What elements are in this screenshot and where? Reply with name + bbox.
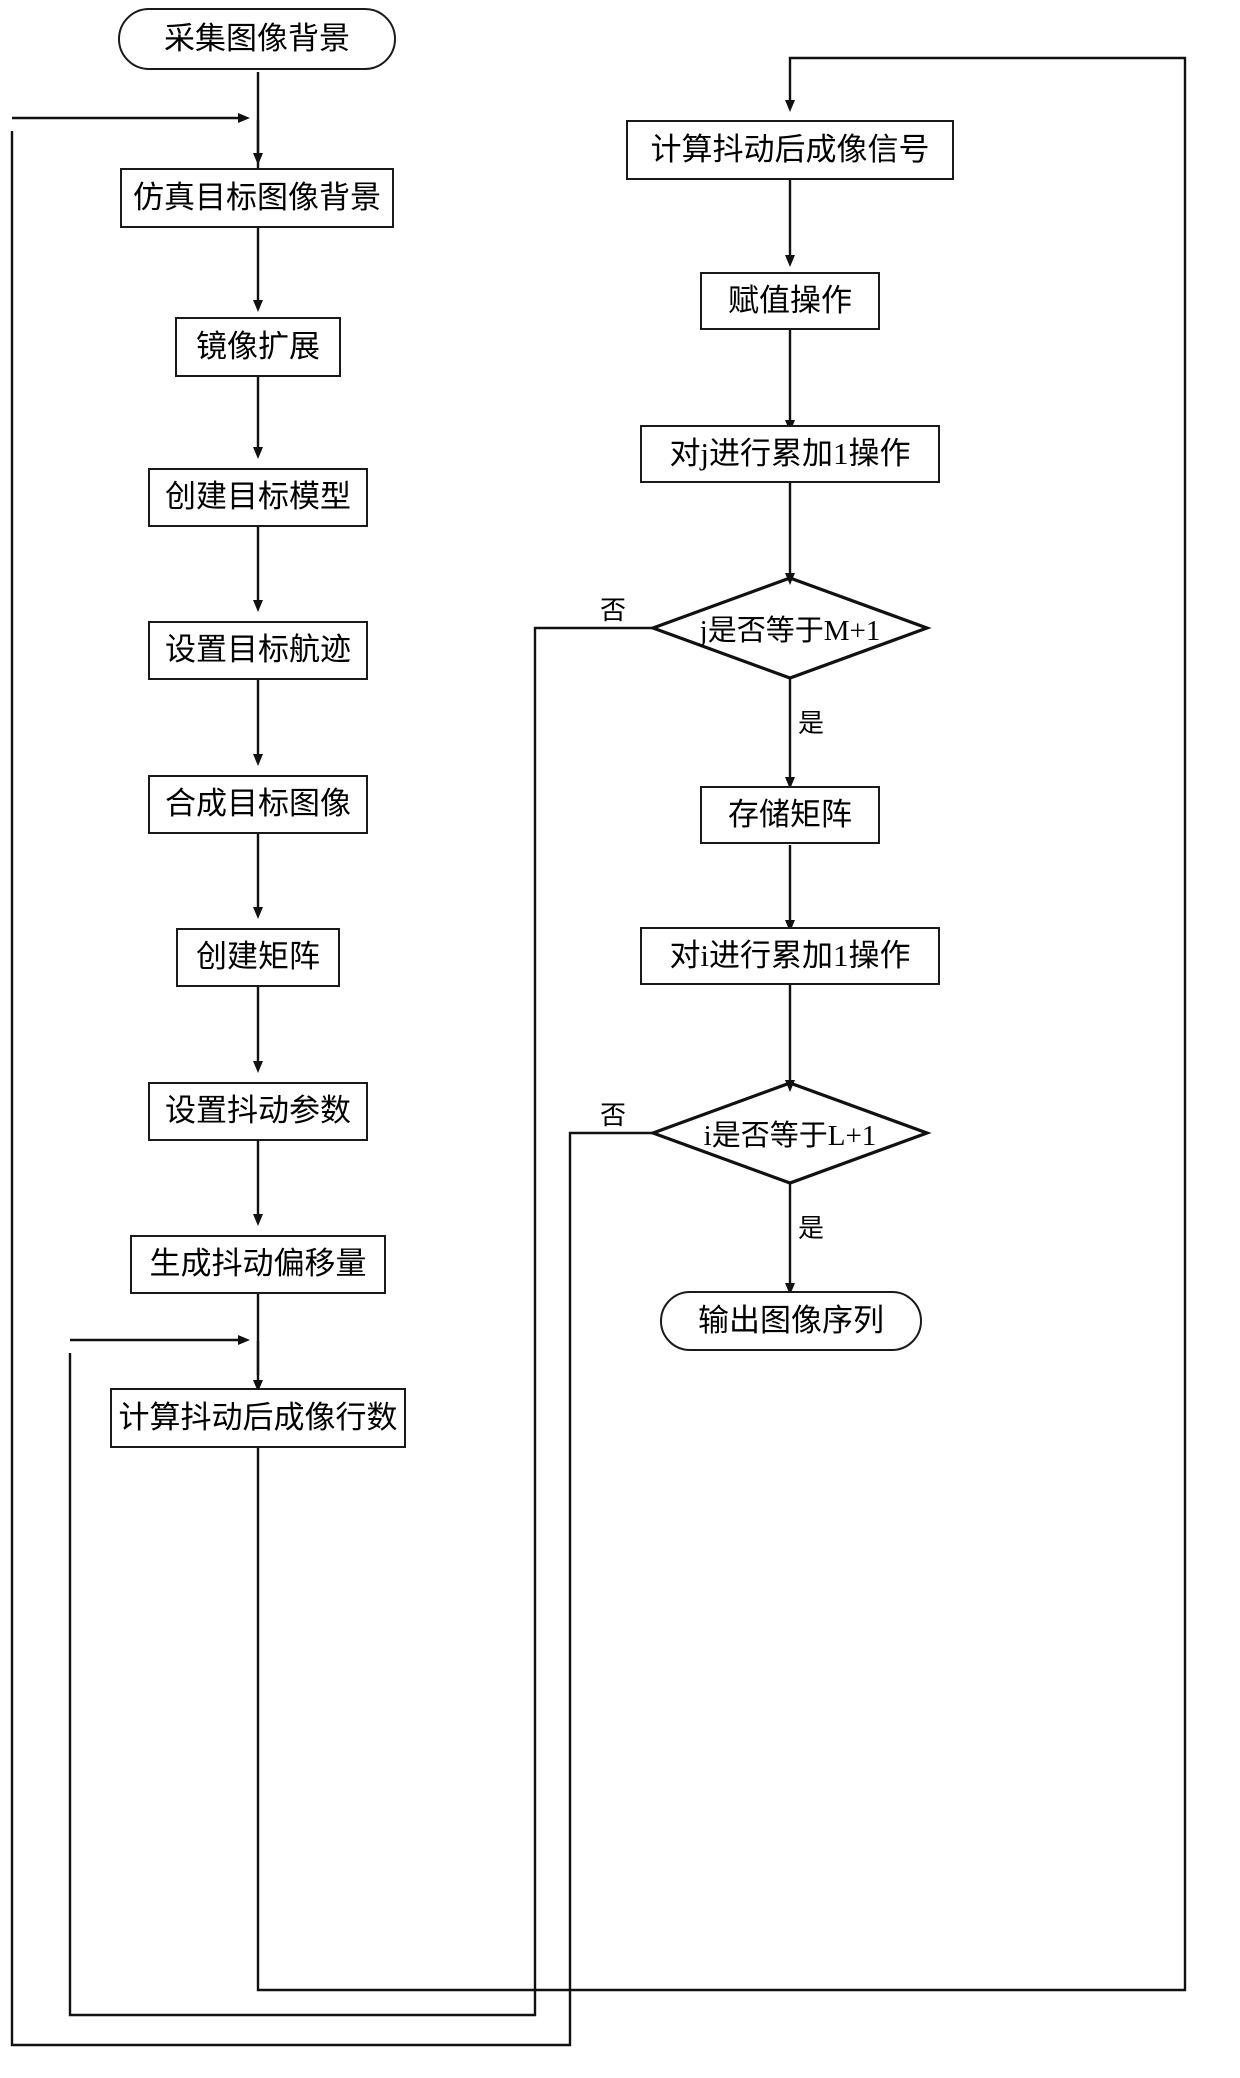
node-increment-i-label: 对i进行累加1操作 bbox=[669, 937, 911, 973]
node-assign-operation[interactable]: 赋值操作 bbox=[700, 272, 880, 330]
node-create-matrix-label: 创建矩阵 bbox=[196, 939, 320, 975]
node-output-image-sequence[interactable]: 输出图像序列 bbox=[660, 1291, 922, 1351]
node-simulate-background-label: 仿真目标图像背景 bbox=[133, 179, 381, 215]
node-create-matrix[interactable]: 创建矩阵 bbox=[176, 928, 340, 987]
node-set-jitter-params-label: 设置抖动参数 bbox=[165, 1093, 351, 1129]
node-decision-i[interactable]: i是否等于L+1 bbox=[653, 1083, 927, 1183]
node-start-label: 采集图像背景 bbox=[164, 20, 350, 56]
edge-decision-j-no bbox=[68, 626, 655, 2017]
node-increment-j-label: 对j进行累加1操作 bbox=[669, 435, 911, 471]
node-create-target-model-label: 创建目标模型 bbox=[165, 479, 351, 515]
node-compute-jitter-signal[interactable]: 计算抖动后成像信号 bbox=[626, 120, 954, 180]
node-start[interactable]: 采集图像背景 bbox=[118, 8, 396, 70]
node-generate-jitter-offset[interactable]: 生成抖动偏移量 bbox=[130, 1235, 386, 1294]
edge-label-i-yes: 是 bbox=[798, 1214, 825, 1243]
node-compute-jitter-rows[interactable]: 计算抖动后成像行数 bbox=[110, 1388, 406, 1448]
node-set-jitter-params[interactable]: 设置抖动参数 bbox=[148, 1082, 368, 1141]
edge-label-i-no: 否 bbox=[600, 1101, 627, 1130]
decision-i-shape bbox=[648, 1081, 932, 1185]
node-decision-j[interactable]: j是否等于M+1 bbox=[653, 578, 927, 678]
node-increment-i[interactable]: 对i进行累加1操作 bbox=[640, 927, 940, 985]
node-create-target-model[interactable]: 创建目标模型 bbox=[148, 468, 368, 527]
node-decision-i-label: i是否等于L+1 bbox=[703, 1120, 877, 1152]
edge-rowcount-to-signal bbox=[256, 56, 1187, 1992]
node-generate-jitter-offset-label: 生成抖动偏移量 bbox=[149, 1246, 367, 1282]
node-simulate-background[interactable]: 仿真目标图像背景 bbox=[120, 168, 394, 228]
node-compose-target-image[interactable]: 合成目标图像 bbox=[148, 775, 368, 834]
node-output-image-sequence-label: 输出图像序列 bbox=[698, 1302, 884, 1338]
edge-label-j-no: 否 bbox=[600, 596, 627, 625]
edge-decision-i-no bbox=[10, 131, 655, 2047]
node-compute-jitter-rows-label: 计算抖动后成像行数 bbox=[118, 1399, 398, 1435]
node-increment-j[interactable]: 对j进行累加1操作 bbox=[640, 425, 940, 483]
node-set-target-track[interactable]: 设置目标航迹 bbox=[148, 621, 368, 680]
node-compose-target-image-label: 合成目标图像 bbox=[165, 786, 351, 822]
node-mirror-extend[interactable]: 镜像扩展 bbox=[175, 317, 341, 377]
node-assign-operation-label: 赋值操作 bbox=[728, 282, 852, 318]
node-set-target-track-label: 设置目标航迹 bbox=[165, 632, 351, 668]
node-decision-j-label: j是否等于M+1 bbox=[699, 615, 881, 647]
decision-j-shape bbox=[648, 576, 932, 680]
edge-label-j-yes: 是 bbox=[798, 709, 825, 738]
node-store-matrix-label: 存储矩阵 bbox=[728, 796, 852, 832]
node-mirror-extend-label: 镜像扩展 bbox=[196, 328, 320, 364]
node-store-matrix[interactable]: 存储矩阵 bbox=[700, 786, 880, 844]
node-compute-jitter-signal-label: 计算抖动后成像信号 bbox=[650, 131, 930, 167]
